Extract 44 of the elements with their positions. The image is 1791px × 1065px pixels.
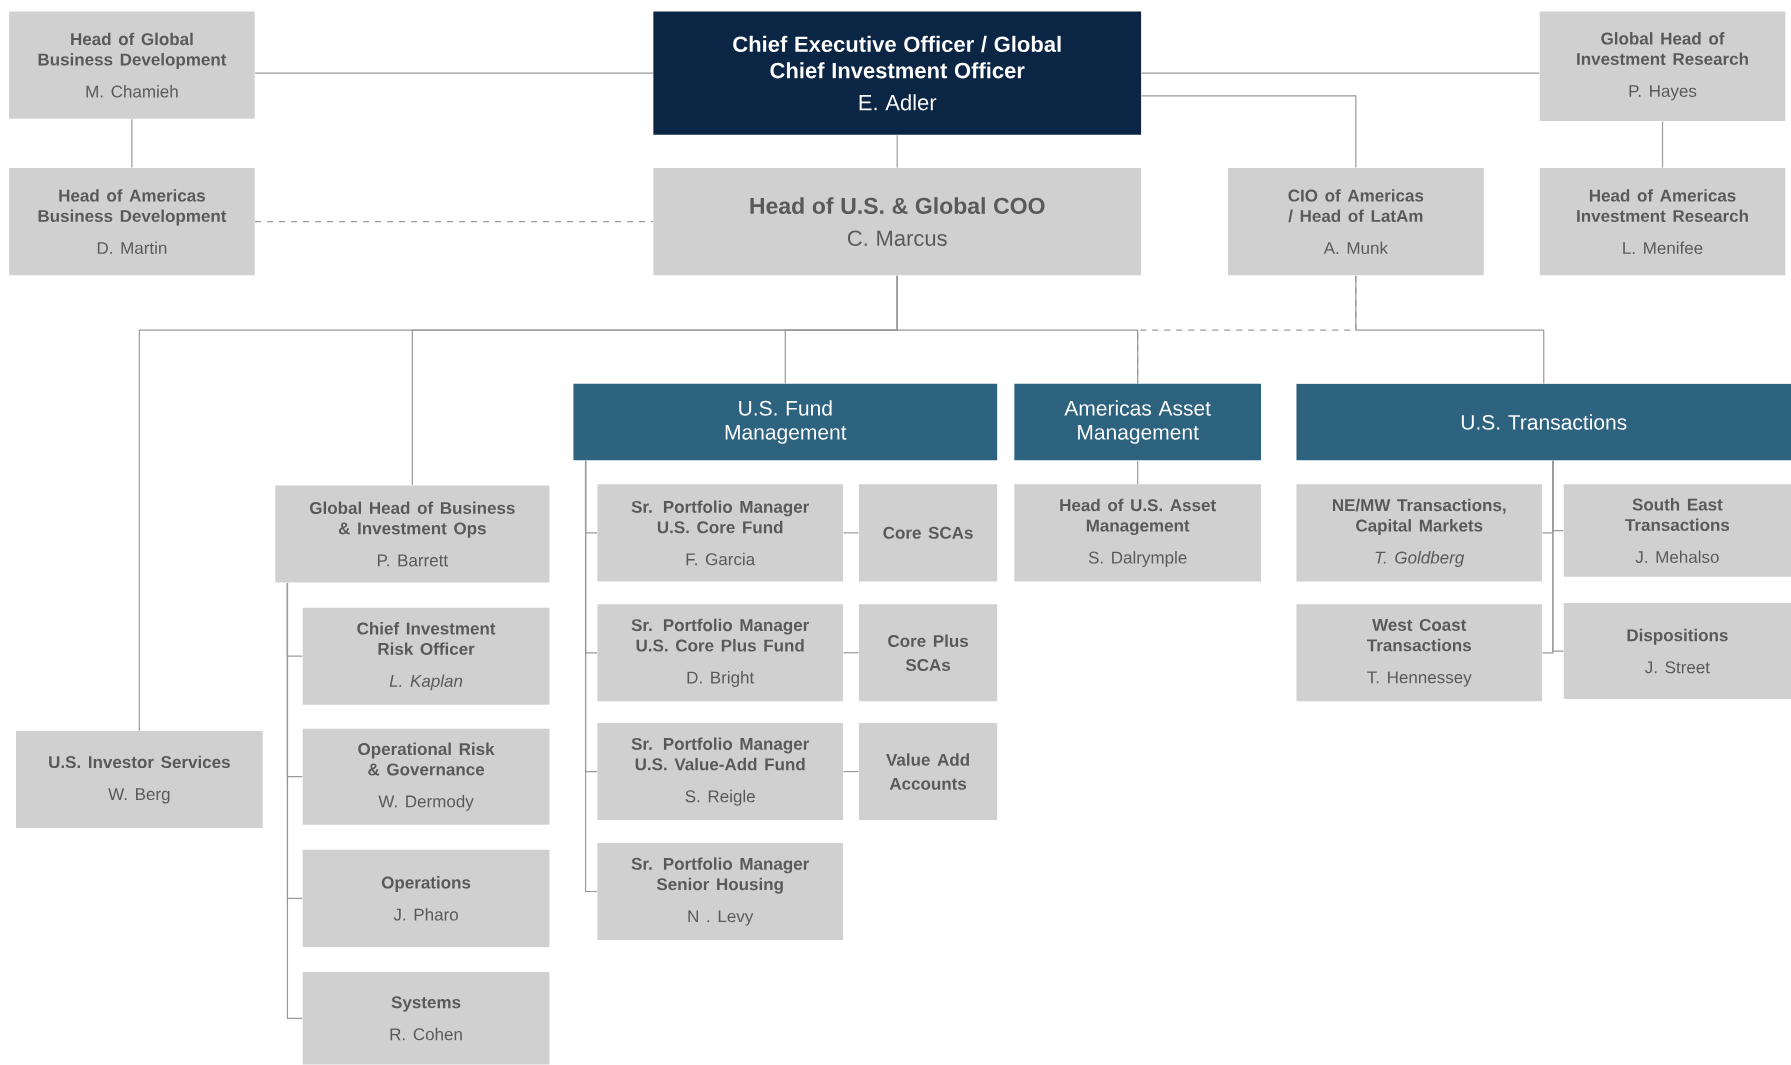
org-box: Value Add Accounts <box>858 723 998 821</box>
org-box: Dispositions J. Street <box>1563 603 1791 700</box>
connector-line <box>584 460 598 893</box>
org-box: Core SCAs <box>858 484 998 582</box>
org-box: Head of Global Business Development M. Chamieh <box>9 11 255 119</box>
org-box: Sr. Portfolio Manager U.S. Core Plus Fund D. Bright <box>597 604 843 702</box>
org-box: Sr. Portfolio Manager Senior Housing N . Levy <box>597 842 843 941</box>
org-box: Systems R. Cohen <box>302 972 550 1065</box>
connector-line <box>842 532 860 534</box>
connector-line <box>131 118 133 169</box>
connector-line <box>1552 460 1564 652</box>
connector-line <box>842 771 860 773</box>
connector-line <box>896 134 898 169</box>
connector-line <box>254 72 654 74</box>
connector-line <box>286 582 303 1019</box>
org-box: West Coast Transactions T. Hennessey <box>1296 604 1542 702</box>
org-box: Head of Americas Investment Research L. Menifee <box>1539 167 1786 276</box>
org-box: NE/MW Transactions, Capital Markets T. Goldberg <box>1296 484 1542 582</box>
org-box: Operational Risk & Governance W. Dermody <box>302 728 550 825</box>
connector-line <box>1661 120 1664 169</box>
connector-line <box>842 652 860 654</box>
org-box: Core Plus SCAs <box>858 604 998 702</box>
org-box: U.S. Investor Services W. Berg <box>16 731 263 829</box>
department-header: U.S. Transactions <box>1296 383 1791 461</box>
connector-line <box>1140 95 1357 169</box>
connector-line <box>1140 72 1540 74</box>
org-box: Head of Americas Business Development D. Martin <box>9 167 255 276</box>
org-box: Head of U.S. Asset Management S. Dalrymple <box>1014 484 1262 582</box>
department-header: Americas Asset Management <box>1014 383 1262 461</box>
connector-line <box>254 221 654 223</box>
connector-line <box>1355 275 1545 384</box>
org-box: Sr. Portfolio Manager U.S. Value-Add Fund S. Reigle <box>597 723 843 821</box>
connector-line <box>1137 460 1139 485</box>
org-box: Global Head of Investment Research P. Hayes <box>1539 11 1786 122</box>
org-box: Chief Investment Risk Officer L. Kaplan <box>302 607 550 705</box>
org-box: Sr. Portfolio Manager U.S. Core Fund F. Garcia <box>597 484 843 582</box>
org-box: CIO of Americas / Head of LatAm A. Munk <box>1227 167 1484 276</box>
executive-box: Chief Executive Officer / Global Chief Investment Officer E. Adler <box>653 11 1142 135</box>
org-box: Global Head of Business & Investment Ops P. Barrett <box>275 485 550 583</box>
connector-line <box>896 275 1139 384</box>
org-box: Operations J. Pharo <box>302 849 550 947</box>
org-box: Head of U.S. & Global COO C. Marcus <box>653 167 1142 276</box>
org-box: South East Transactions J. Mehalso <box>1563 484 1791 577</box>
department-header: U.S. Fund Management <box>573 383 998 461</box>
